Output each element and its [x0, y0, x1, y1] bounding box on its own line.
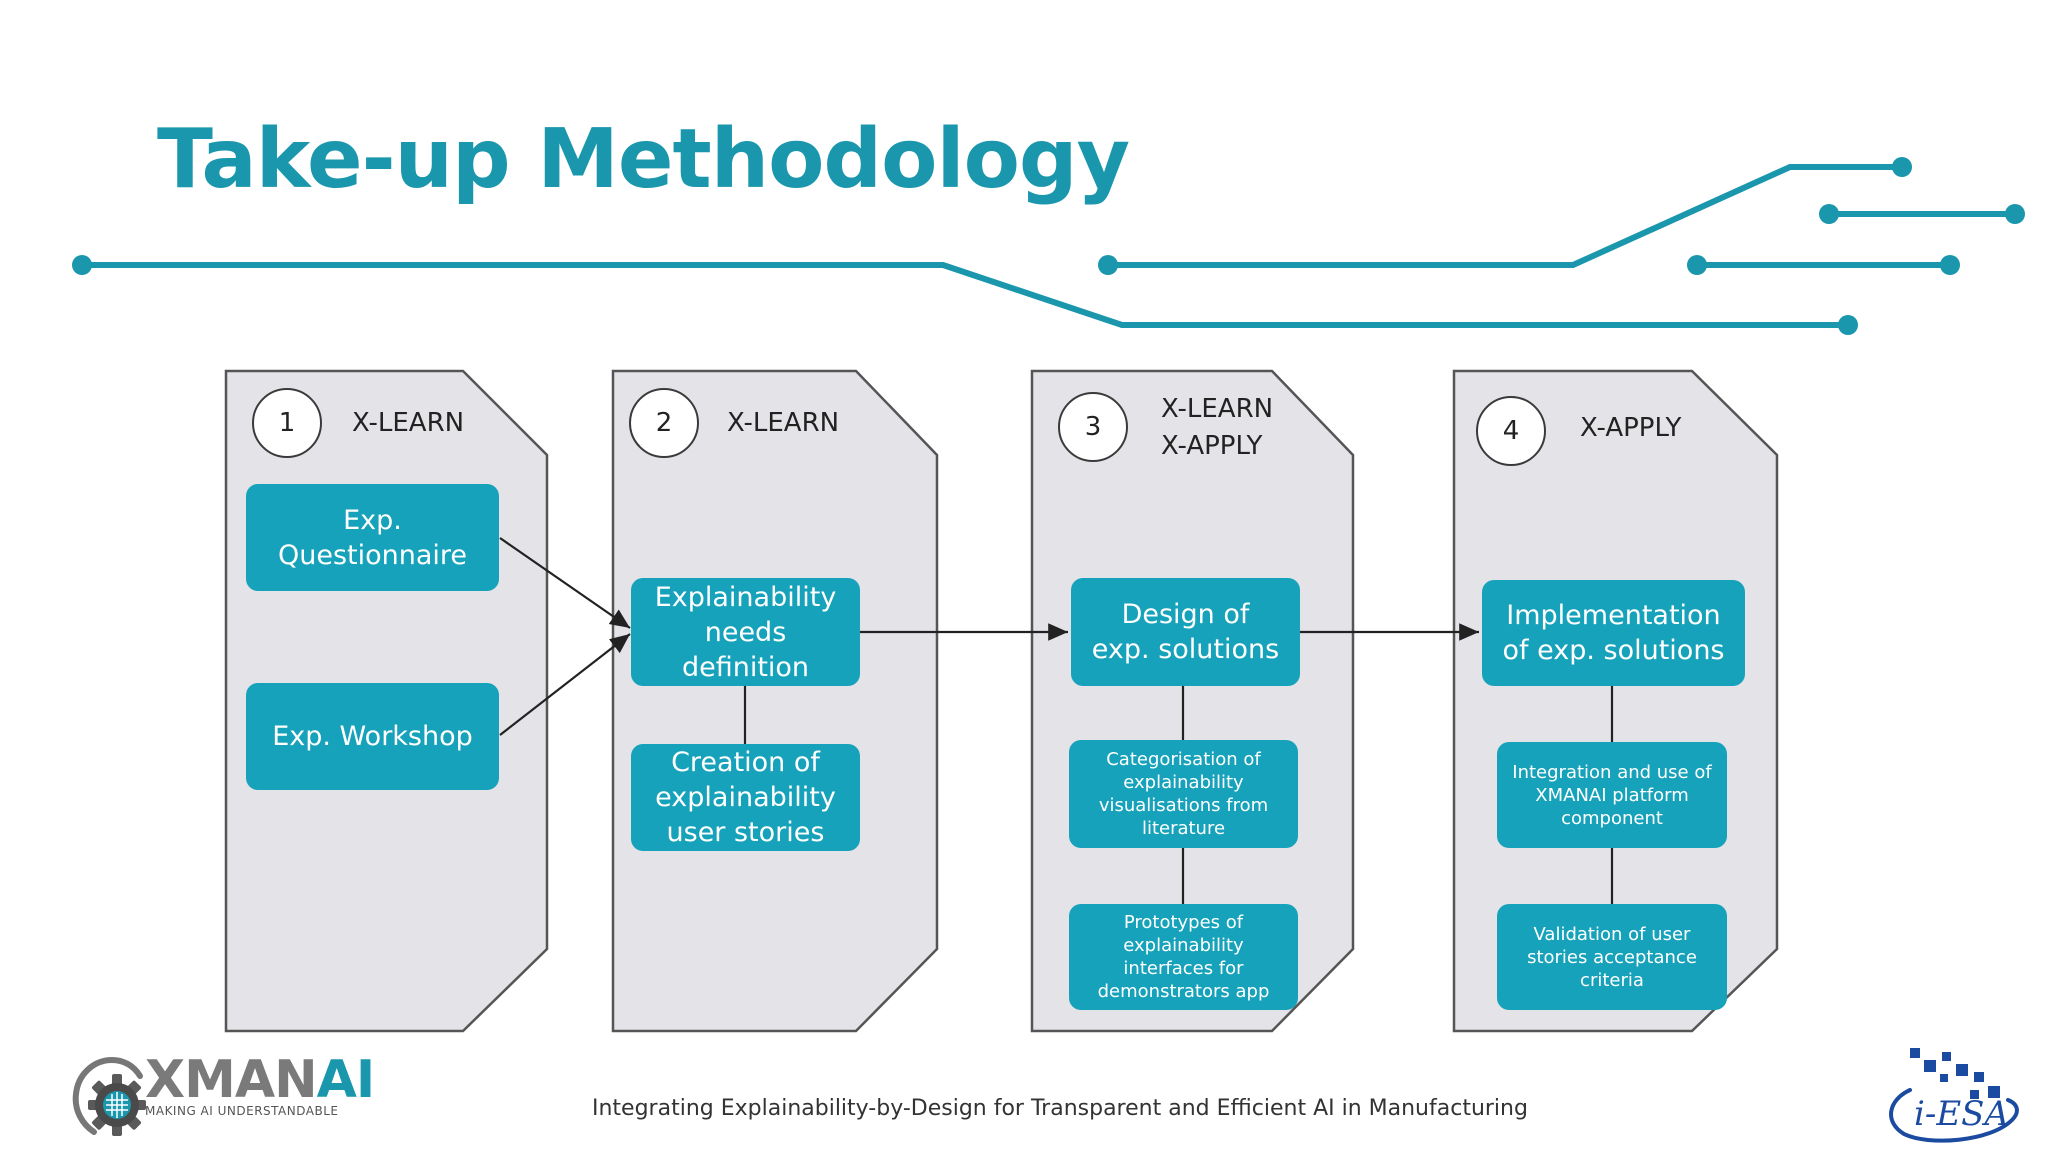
circuit-dot: [1819, 204, 1839, 224]
circuit-line-main: [79, 262, 1851, 328]
box-design-of-exp-solutions: Design of exp. solutions: [1071, 578, 1300, 686]
connectors: [743, 686, 1614, 904]
circuit-line-upper: [1105, 164, 1905, 268]
circuit-dot: [1838, 315, 1858, 335]
box-implementation-of-exp-solutions: Implementation of exp. solutions: [1482, 580, 1745, 686]
iesa-wordmark: i-ESA: [1914, 1094, 2010, 1134]
circuit-dot: [2005, 204, 2025, 224]
box-exp-questionnaire: Exp. Questionnaire: [246, 484, 499, 591]
box-creation-of-user-stories: Creation of explainability user stories: [631, 744, 860, 851]
xmanai-tagline: MAKING AI UNDERSTANDABLE: [145, 1104, 339, 1118]
circuit-dot: [1687, 255, 1707, 275]
gear-head-icon: [72, 1056, 146, 1136]
arrow-questionnaire-to-needs: [499, 537, 631, 629]
xmanai-wordmark-part1: XMAN: [145, 1050, 318, 1110]
circuit-dot: [1892, 157, 1912, 177]
phase-4-number-badge: 4: [1476, 396, 1546, 466]
pixel-swirl-icon: [1889, 1048, 2019, 1143]
phase-1-label: X-LEARN: [352, 408, 465, 438]
box-categorisation-of-visualisations: Categorisation of explainability visuali…: [1069, 740, 1298, 848]
phase-card-3: [1030, 369, 1355, 1033]
circuit-dot: [1940, 255, 1960, 275]
phase-2-number-badge: 2: [629, 388, 699, 458]
arrow-workshop-to-needs: [499, 633, 631, 736]
circuit-dot: [1098, 255, 1118, 275]
phase-2-label: X-LEARN: [727, 408, 840, 438]
circuit-dots: [72, 157, 2025, 335]
phase-3-number-badge: 3: [1058, 392, 1128, 462]
box-exp-workshop: Exp. Workshop: [246, 683, 499, 790]
phase-3-label-2: X-APPLY: [1161, 431, 1263, 461]
phase-card-2: [611, 369, 939, 1033]
xmanai-wordmark-part2: AI: [316, 1050, 376, 1110]
phase-cards: [224, 369, 1779, 1033]
box-validation-of-acceptance-criteria: Validation of user stories acceptance cr…: [1497, 904, 1727, 1010]
box-prototypes-of-interfaces: Prototypes of explainability interfaces …: [1069, 904, 1298, 1010]
xmanai-wordmark: XMANAI: [145, 1050, 376, 1110]
circuit-dot: [72, 255, 92, 275]
phase-1-number-badge: 1: [252, 388, 322, 458]
flow-arrows: [499, 537, 1479, 736]
phase-card-4: [1452, 369, 1779, 1033]
phase-4-label: X-APPLY: [1580, 413, 1682, 443]
box-explainability-needs-definition: Explainability needs definition: [631, 578, 860, 686]
phase-3-label-1: X-LEARN: [1161, 394, 1274, 424]
box-integration-of-platform-component: Integration and use of XMANAI platform c…: [1497, 742, 1727, 848]
slide-title: Take-up Methodology: [157, 112, 1130, 207]
footer-text: Integrating Explainability-by-Design for…: [592, 1096, 1528, 1121]
circuit-lines: [79, 164, 2018, 328]
